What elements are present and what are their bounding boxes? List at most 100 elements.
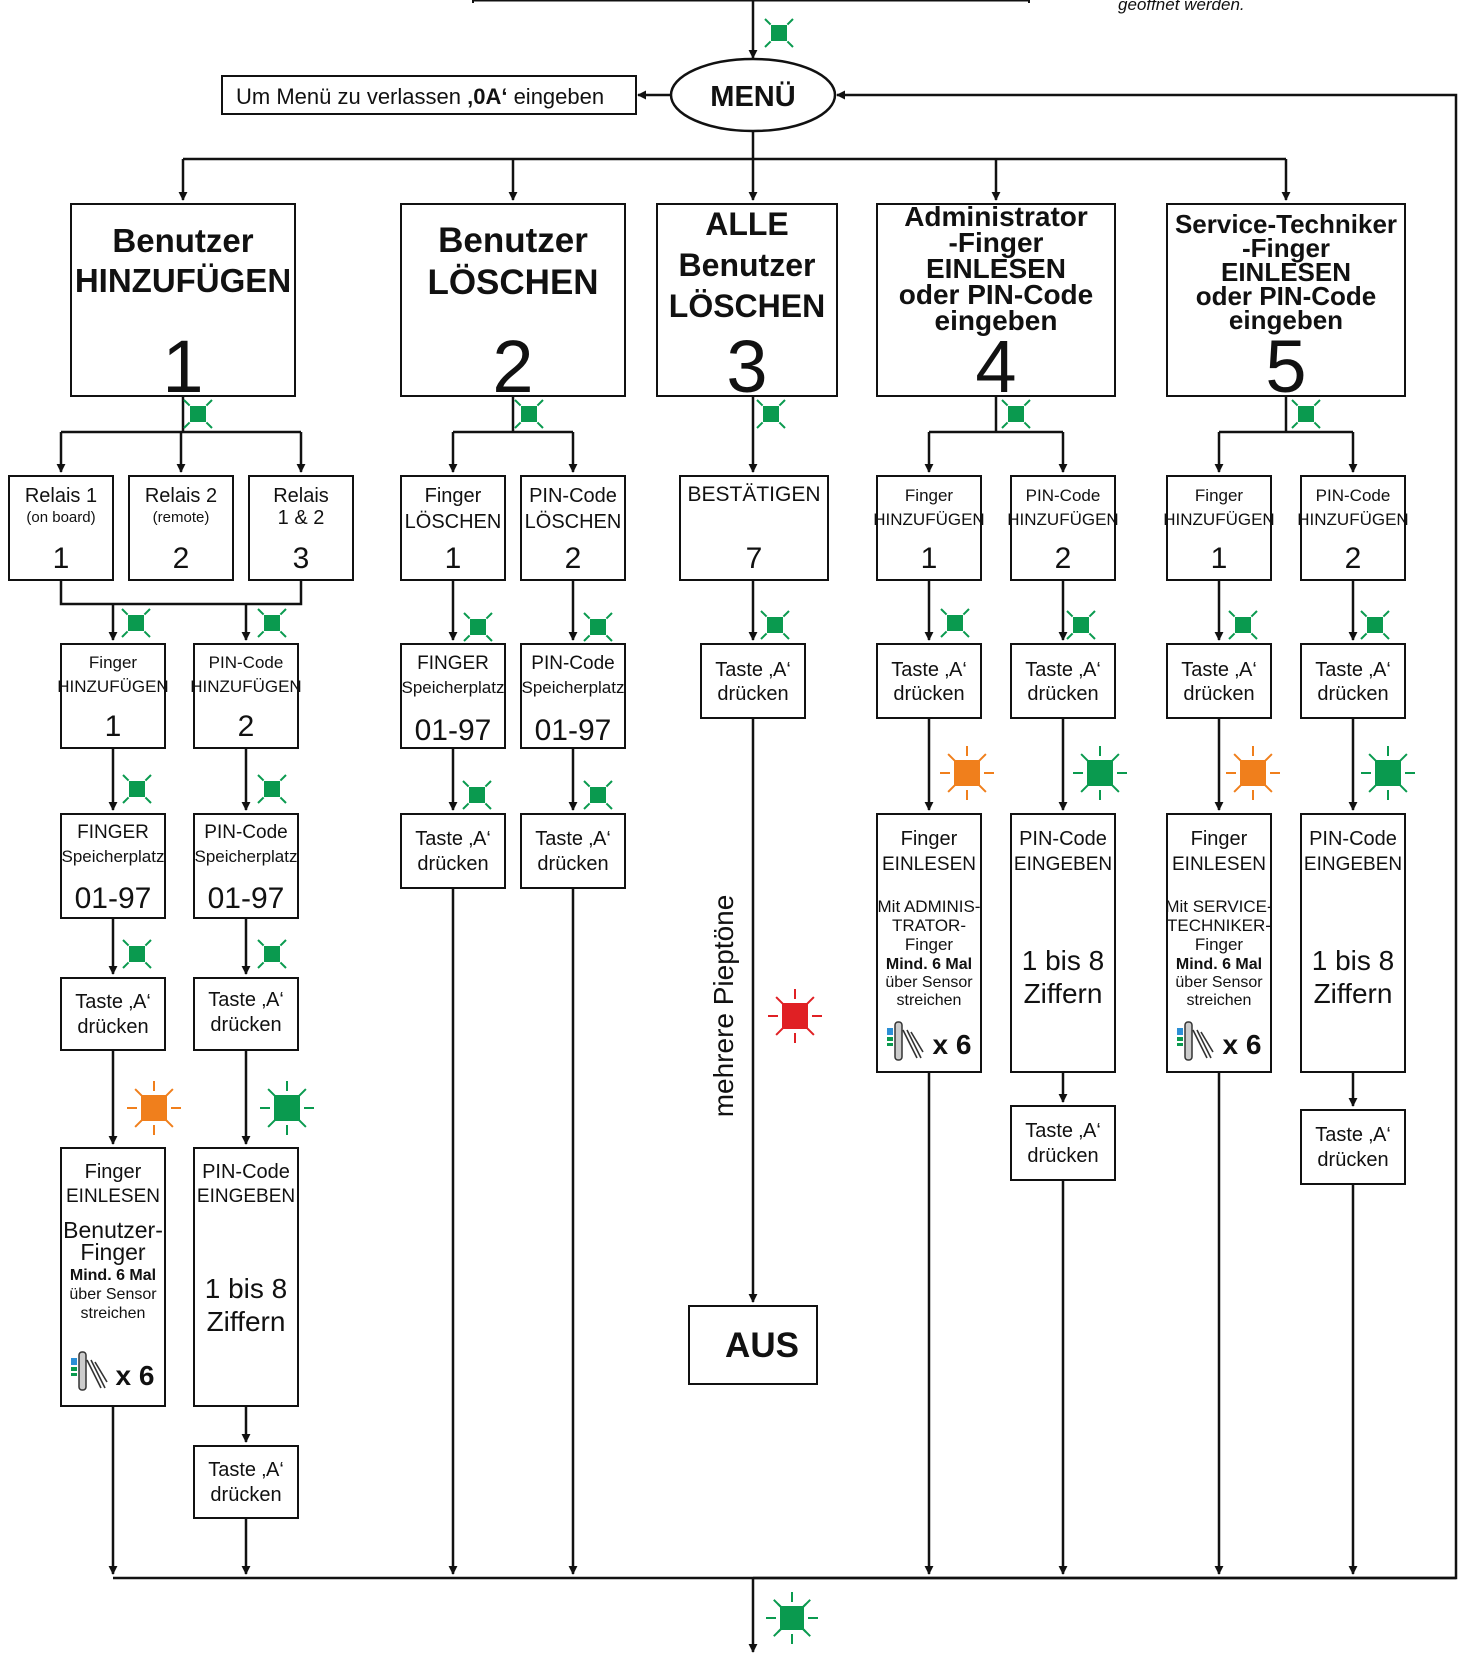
- colB-taste: Taste ‚A‘ drücken: [193, 977, 299, 1051]
- svg-text:streichen: streichen: [1187, 992, 1252, 1009]
- main-box-1: Benutzer HINZUFÜGEN 1: [70, 203, 296, 408]
- svg-text:1 bis 8: 1 bis 8: [205, 1273, 288, 1304]
- svg-text:01-97: 01-97: [415, 714, 492, 747]
- led-green-small-icon: [514, 399, 544, 429]
- main-box-3-number: 3: [726, 325, 767, 408]
- svg-text:1: 1: [105, 710, 122, 743]
- svg-text:Ziffern: Ziffern: [1314, 978, 1393, 1009]
- main-box-5-number: 5: [1265, 325, 1306, 408]
- svg-text:Taste ‚A‘: Taste ‚A‘: [1181, 659, 1257, 681]
- svg-text:drücken: drücken: [537, 853, 608, 875]
- led-green-icon: [766, 1592, 818, 1644]
- svg-text:HINZUFÜGEN: HINZUFÜGEN: [57, 677, 168, 696]
- colA-finger-read: Finger EINLESEN Benutzer- Finger Mind. 6…: [60, 1147, 166, 1407]
- led-green-small-icon: [122, 774, 152, 804]
- led-red-icon: [768, 989, 822, 1043]
- finger-sensor-icon: [71, 1351, 108, 1391]
- svg-text:drücken: drücken: [1027, 683, 1098, 705]
- svg-text:Finger: Finger: [1195, 935, 1244, 954]
- svg-text:HINZUFÜGEN: HINZUFÜGEN: [1163, 510, 1274, 529]
- colD-pin-slot: PIN-Code Speicherplatz 01-97: [520, 643, 626, 749]
- svg-text:EINGEBEN: EINGEBEN: [1014, 854, 1112, 875]
- svg-text:PIN-Code: PIN-Code: [529, 485, 617, 507]
- svg-text:Taste ‚A‘: Taste ‚A‘: [715, 659, 791, 681]
- svg-text:01-97: 01-97: [208, 882, 285, 915]
- svg-text:Taste ‚A‘: Taste ‚A‘: [75, 991, 151, 1013]
- svg-text:PIN-Code: PIN-Code: [202, 1161, 290, 1183]
- relais-2-number: 2: [173, 542, 190, 575]
- main-box-5: Service-Techniker -Finger EINLESEN oder …: [1166, 203, 1406, 408]
- svg-text:01-97: 01-97: [535, 714, 612, 747]
- svg-text:drücken: drücken: [417, 853, 488, 875]
- exit-note-text: Um Menü zu verlassen ‚0A‘ eingeben: [236, 84, 604, 109]
- svg-text:streichen: streichen: [897, 992, 962, 1009]
- svg-text:über Sensor: über Sensor: [69, 1286, 157, 1303]
- svg-text:drücken: drücken: [210, 1014, 281, 1036]
- colB-taste-2: Taste ‚A‘ drücken: [193, 1445, 299, 1519]
- svg-text:x 6: x 6: [116, 1360, 155, 1391]
- connector-line: [59, 580, 303, 606]
- led-green-small-icon: [122, 939, 152, 969]
- svg-text:01-97: 01-97: [75, 882, 152, 915]
- svg-text:Finger: Finger: [1195, 486, 1244, 505]
- svg-text:Speicherplatz: Speicherplatz: [521, 678, 624, 697]
- svg-text:Finger: Finger: [89, 653, 138, 672]
- colA-finger-slot: FINGER Speicherplatz 01-97: [60, 813, 166, 919]
- svg-text:drücken: drücken: [1317, 683, 1388, 705]
- svg-text:Mit SERVICE-: Mit SERVICE-: [1165, 897, 1272, 916]
- main-box-4-line-1: Administrator: [904, 201, 1088, 232]
- svg-text:Finger: Finger: [80, 1239, 146, 1265]
- svg-text:Taste ‚A‘: Taste ‚A‘: [1315, 659, 1391, 681]
- led-green-small-icon: [760, 610, 790, 640]
- led-green-small-icon: [764, 18, 794, 48]
- relais-2-sub: (remote): [153, 509, 210, 526]
- relais-3-sub: 1 & 2: [278, 507, 325, 529]
- main-box-4-line-5: eingeben: [935, 305, 1058, 336]
- colC-taste: Taste ‚A‘ drücken: [400, 813, 506, 889]
- main-box-1-line-1: Benutzer: [112, 222, 253, 259]
- svg-text:TECHNIKER-: TECHNIKER-: [1167, 916, 1271, 935]
- svg-text:1: 1: [445, 542, 462, 575]
- svg-text:Ziffern: Ziffern: [1024, 978, 1103, 1009]
- svg-text:HINZUFÜGEN: HINZUFÜGEN: [190, 677, 301, 696]
- relais-box-3: Relais 1 & 2 3: [248, 475, 354, 581]
- led-green-small-icon: [257, 939, 287, 969]
- led-green-small-icon: [462, 780, 492, 810]
- beeps-label: mehrere Pieptöne: [708, 895, 739, 1118]
- relais-box-1: Relais 1 (on board) 1: [8, 475, 114, 581]
- main-box-3-line-3: LÖSCHEN: [669, 288, 825, 324]
- main-box-3-line-2: Benutzer: [679, 247, 816, 283]
- main-box-5-line-5: eingeben: [1229, 305, 1343, 335]
- led-green-small-icon: [121, 608, 151, 638]
- svg-text:drücken: drücken: [77, 1016, 148, 1038]
- svg-text:BESTÄTIGEN: BESTÄTIGEN: [687, 483, 820, 506]
- led-green-small-icon: [1228, 610, 1258, 640]
- svg-text:LÖSCHEN: LÖSCHEN: [525, 511, 622, 533]
- svg-text:EINLESEN: EINLESEN: [882, 854, 976, 875]
- connector-lines: [56, 0, 1458, 1653]
- colD-pin-del: PIN-Code LÖSCHEN 2: [520, 475, 626, 581]
- svg-text:EINGEBEN: EINGEBEN: [1304, 854, 1402, 875]
- svg-text:über Sensor: über Sensor: [885, 974, 973, 991]
- relais-3-title: Relais: [273, 485, 329, 507]
- led-green-small-icon: [583, 612, 613, 642]
- svg-text:FINGER: FINGER: [77, 822, 149, 843]
- colF-finger-add: Finger HINZUFÜGEN 1: [873, 475, 985, 581]
- main-box-4-line-3: EINLESEN: [926, 253, 1066, 284]
- svg-text:1: 1: [921, 542, 938, 575]
- relais-1-sub: (on board): [26, 509, 95, 526]
- svg-text:PIN-Code: PIN-Code: [204, 822, 287, 843]
- led-green-small-icon: [463, 612, 493, 642]
- svg-text:Taste ‚A‘: Taste ‚A‘: [1315, 1124, 1391, 1146]
- svg-text:drücken: drücken: [1183, 683, 1254, 705]
- svg-text:EINLESEN: EINLESEN: [66, 1186, 160, 1207]
- svg-text:1 bis 8: 1 bis 8: [1022, 945, 1105, 976]
- led-green-icon: [1361, 746, 1415, 800]
- main-box-2-number: 2: [492, 325, 533, 408]
- colC-finger-slot: FINGER Speicherplatz 01-97: [400, 643, 506, 749]
- svg-text:PIN-Code: PIN-Code: [1316, 486, 1391, 505]
- svg-text:HINZUFÜGEN: HINZUFÜGEN: [873, 510, 984, 529]
- finger-sensor-icon: [887, 1021, 924, 1061]
- svg-text:2: 2: [1055, 542, 1072, 575]
